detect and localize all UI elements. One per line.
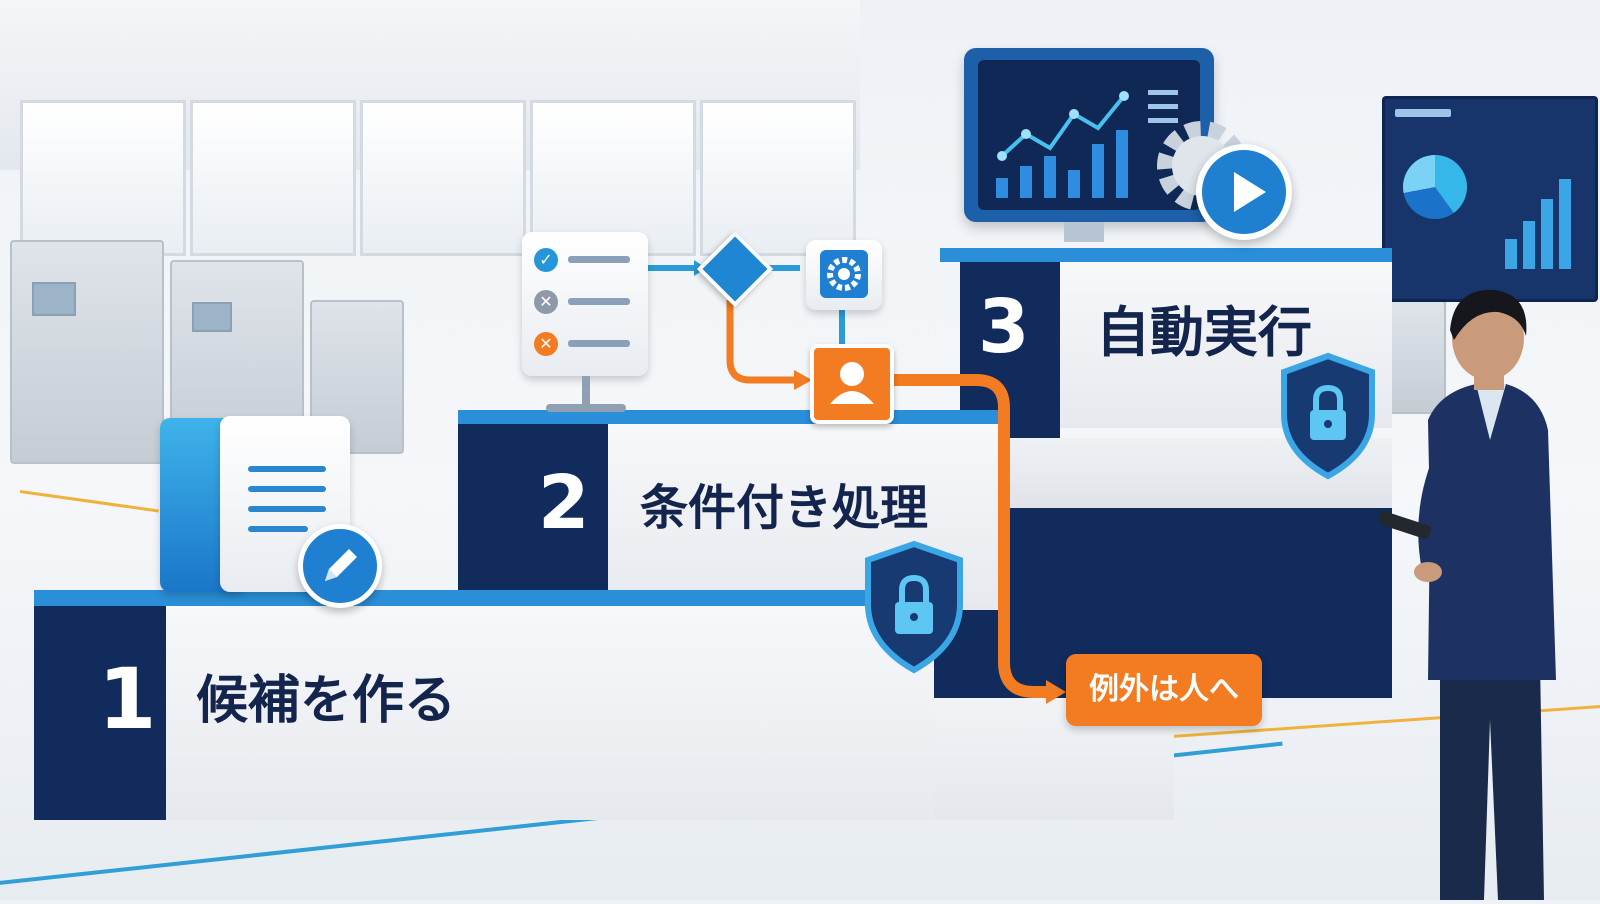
window — [700, 100, 856, 256]
window — [20, 100, 186, 256]
play-icon — [1196, 144, 1292, 240]
operator-person — [1340, 280, 1580, 900]
shield-lock-icon — [862, 540, 966, 674]
machine — [10, 240, 164, 464]
step-label: 条件付き処理 — [640, 480, 929, 536]
checklist-icon: ✓ ✕ ✕ — [522, 232, 648, 376]
step-number: 2 — [538, 460, 590, 546]
document-edit-icon — [160, 416, 382, 608]
background-dashboard — [1382, 96, 1598, 302]
shield-lock-icon — [1278, 352, 1378, 480]
step-label: 自動実行 — [1096, 301, 1312, 364]
window — [530, 100, 696, 256]
monitor-stand — [1064, 222, 1104, 242]
person-icon — [810, 344, 894, 424]
window — [190, 100, 356, 256]
gear-icon — [806, 240, 882, 310]
step-number: 1 — [98, 650, 157, 748]
checklist-stand — [582, 376, 590, 408]
pencil-icon — [298, 524, 382, 608]
step-label: 候補を作る — [196, 671, 457, 731]
pie-chart-icon — [1403, 155, 1467, 219]
exception-badge: 例外は人へ — [1066, 654, 1262, 726]
step-number: 3 — [978, 284, 1030, 370]
step-1-block: 1 候補を作る — [34, 590, 934, 820]
window — [360, 100, 526, 256]
checklist-stand-base — [546, 404, 626, 412]
